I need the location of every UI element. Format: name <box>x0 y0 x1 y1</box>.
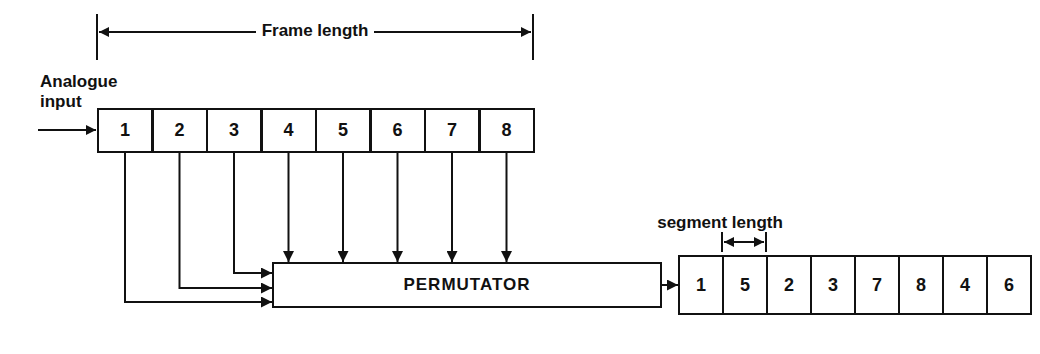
signal-arrow <box>234 153 272 273</box>
segment-number: 8 <box>501 120 511 141</box>
segment-box: 8 <box>898 255 944 315</box>
dimension-tick <box>765 232 767 252</box>
signal-arrow <box>662 284 678 286</box>
signal-arrow <box>288 153 290 262</box>
signal-arrow <box>506 153 508 262</box>
signal-arrow <box>180 153 273 288</box>
segment-box: 2 <box>766 255 812 315</box>
segment-box: 7 <box>424 108 480 153</box>
segment-box: 8 <box>479 108 535 153</box>
segment-number: 6 <box>392 120 402 141</box>
segment-number: 4 <box>960 275 970 296</box>
segment-number: 2 <box>784 275 794 296</box>
box-title: PERMUTATOR <box>403 275 530 295</box>
dimension-tick <box>721 232 723 252</box>
segment-box: 4 <box>942 255 988 315</box>
segment-box: 1 <box>678 255 724 315</box>
dimension-tick <box>532 14 534 60</box>
dimension-line <box>724 241 764 243</box>
segment-number: 7 <box>872 275 882 296</box>
segment-number: 5 <box>740 275 750 296</box>
process-box: PERMUTATOR <box>272 262 662 308</box>
segment-number: 8 <box>916 275 926 296</box>
signal-arrow <box>397 153 399 262</box>
segment-number: 1 <box>120 120 130 141</box>
segment-box: 3 <box>810 255 856 315</box>
segment-number: 3 <box>828 275 838 296</box>
signal-arrow <box>451 153 453 262</box>
dimension-tick <box>96 14 98 60</box>
segment-box: 5 <box>722 255 768 315</box>
segment-box: 4 <box>261 108 317 153</box>
segment-box: 2 <box>152 108 208 153</box>
dimension-label: segment length <box>657 213 783 233</box>
segment-number: 1 <box>696 275 706 296</box>
signal-label: Analogue input <box>40 72 120 113</box>
segment-number: 5 <box>338 120 348 141</box>
input-arrow <box>38 129 96 131</box>
segment-box: 6 <box>370 108 426 153</box>
segment-number: 3 <box>229 120 239 141</box>
segment-number: 4 <box>283 120 293 141</box>
signal-arrow <box>342 153 344 262</box>
segment-box: 5 <box>315 108 371 153</box>
segment-number: 7 <box>447 120 457 141</box>
segment-box: 7 <box>854 255 900 315</box>
segment-box: 1 <box>97 108 153 153</box>
signal-arrow <box>125 153 272 302</box>
segment-number: 2 <box>174 120 184 141</box>
segment-box: 6 <box>986 255 1032 315</box>
segment-box: 3 <box>206 108 262 153</box>
dimension-label: Frame length <box>256 21 375 41</box>
segment-number: 6 <box>1004 275 1014 296</box>
